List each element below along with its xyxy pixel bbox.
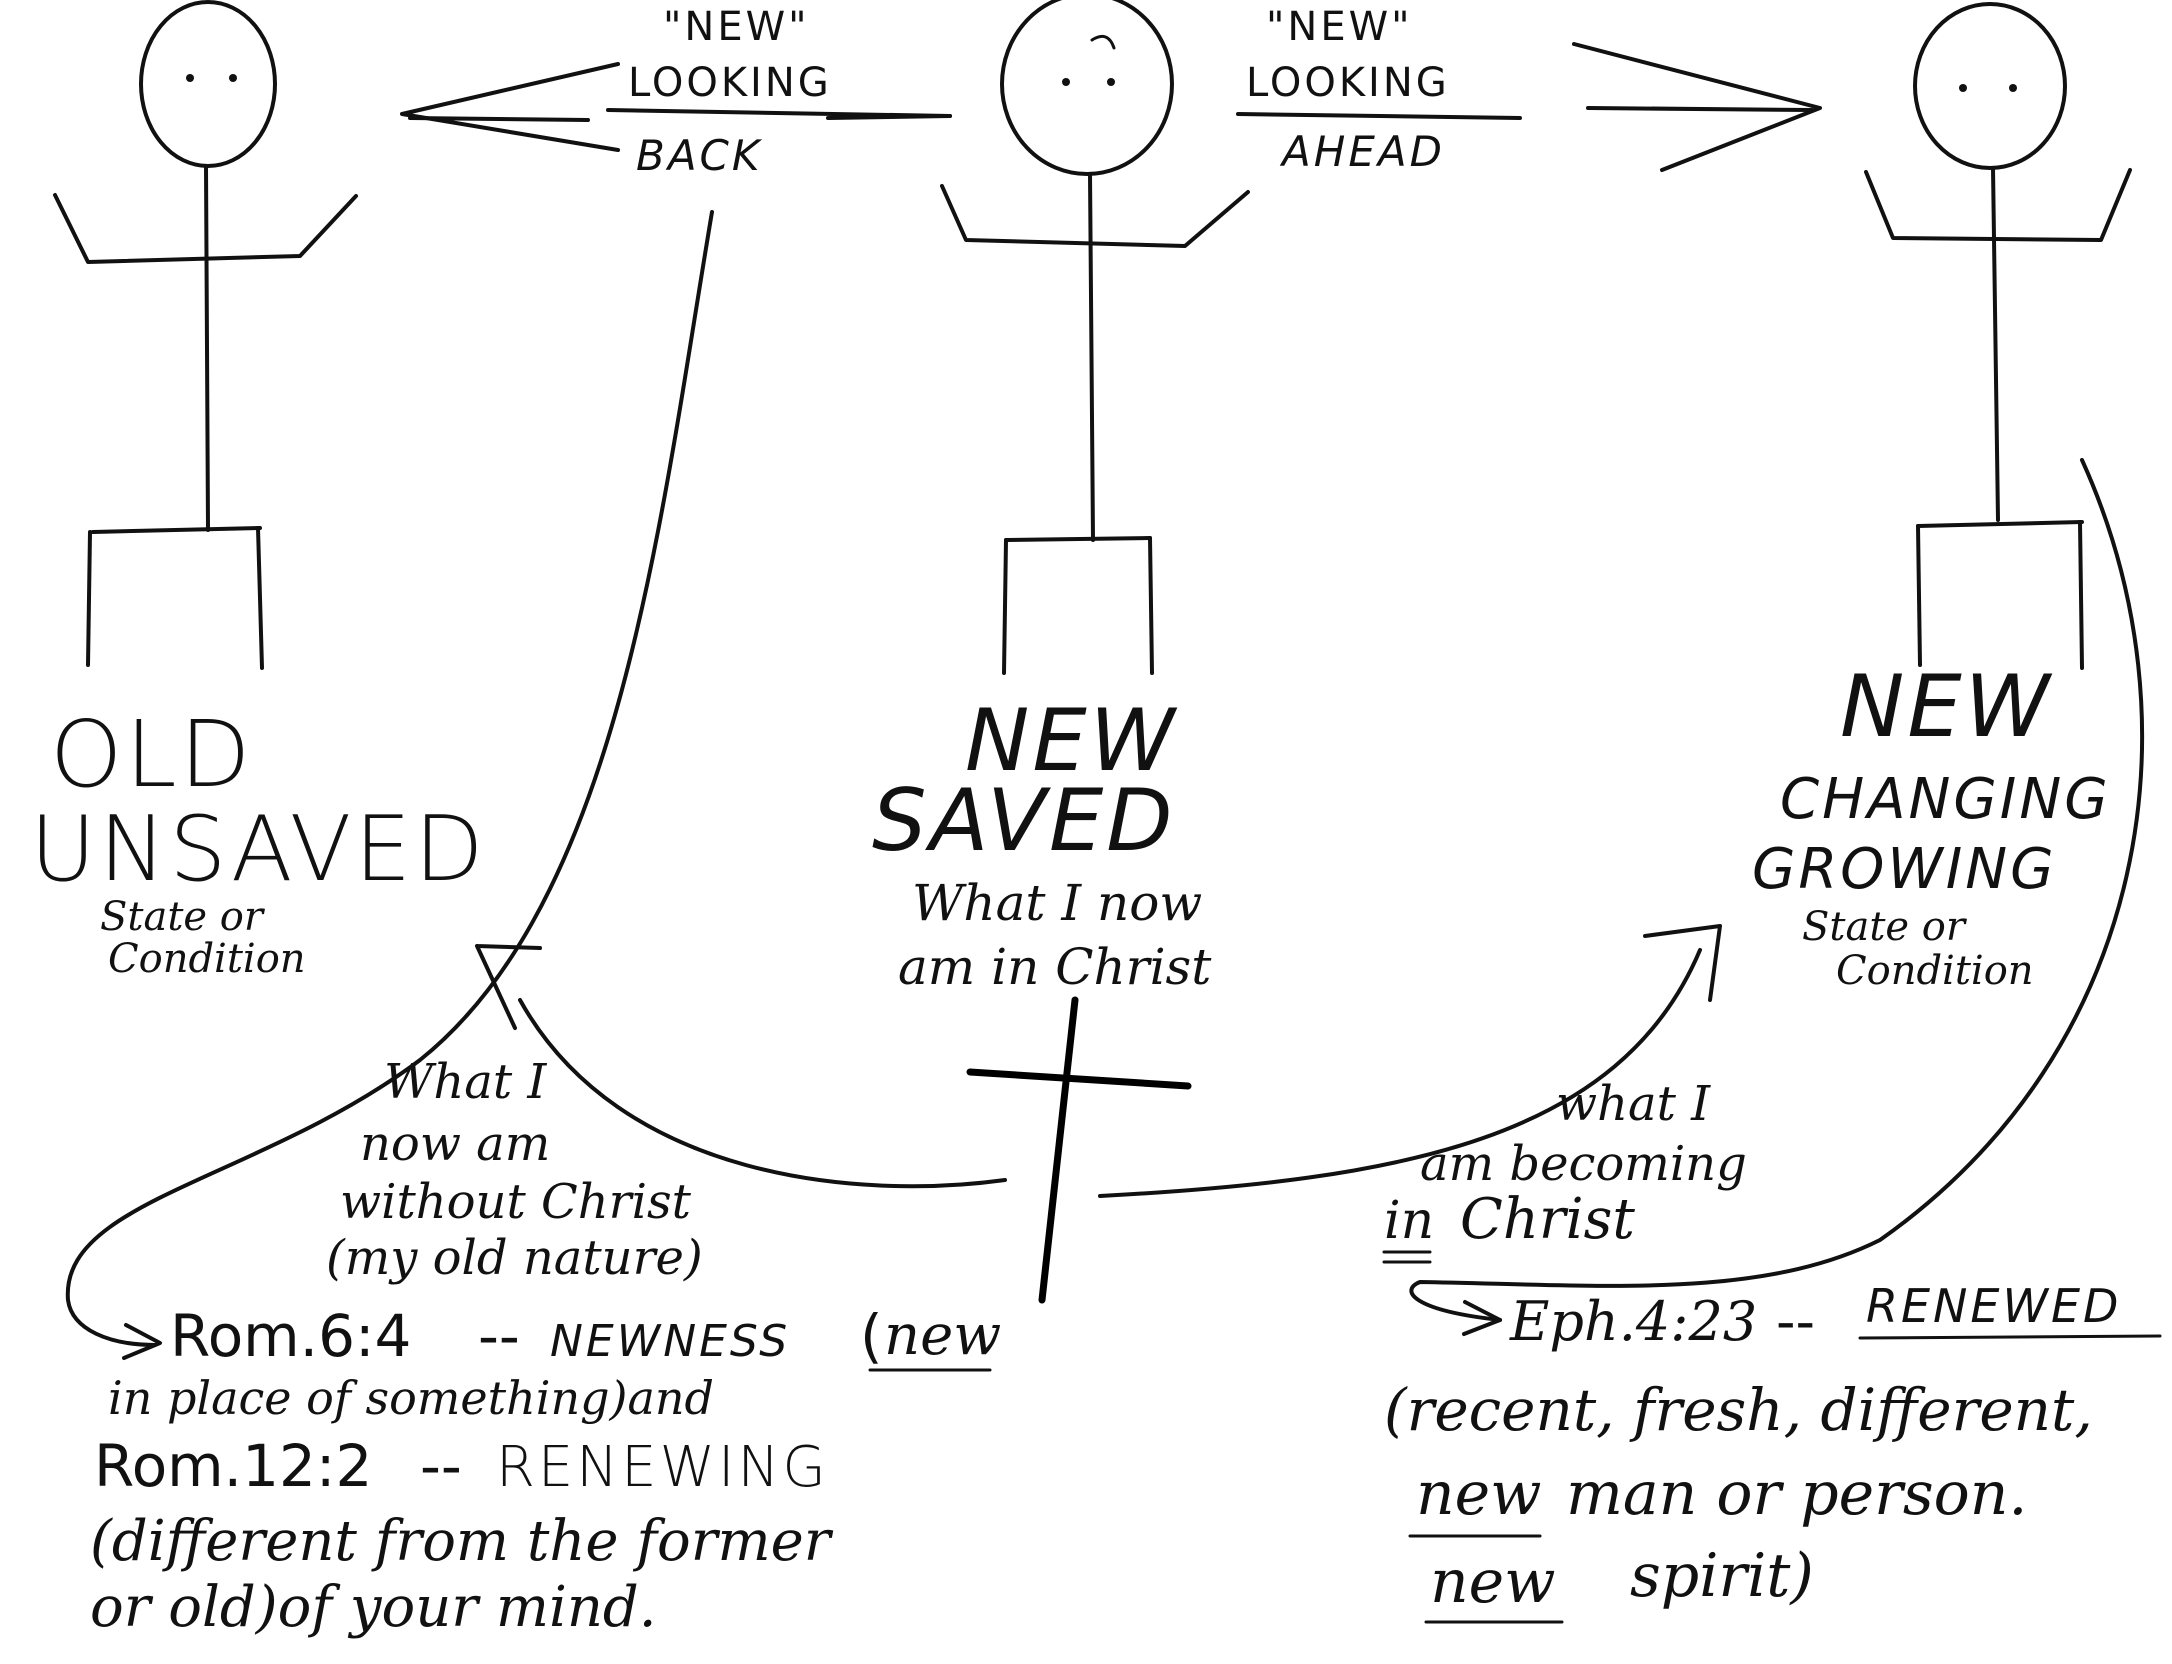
in-double-underline: [1382, 1250, 1432, 1264]
eph-word: RENEWED: [1866, 1279, 2121, 1333]
rom6-new: new: [884, 1303, 1001, 1368]
rom-line5: or old)of your mind.: [90, 1575, 657, 1640]
old-condition: Condition: [108, 936, 306, 982]
new-saved-title: NEW: [965, 691, 1178, 791]
saved-title: SAVED: [872, 771, 1176, 871]
becoming-l3-christ: Christ: [1460, 1187, 1635, 1252]
arrow-looking-back: [400, 62, 952, 152]
old-state: State or: [100, 894, 266, 940]
eph-line3-new: new: [1416, 1459, 1542, 1529]
stick-figure-new-growing: [1864, 2, 2132, 670]
becoming-l1: what I: [1556, 1076, 1711, 1132]
label-looking-ahead: "NEW" LOOKING AHEAD: [1246, 4, 1450, 176]
arrow-becoming-in-christ: [1098, 924, 1722, 1198]
rom6-ref: Rom.6:4: [170, 1302, 411, 1370]
becoming-l2: am becoming: [1420, 1136, 1747, 1192]
eph-ref: Eph.4:23: [1509, 1290, 1757, 1353]
cross-icon: [966, 996, 1192, 1304]
arrow-without-christ: [475, 944, 1007, 1189]
looking-ahead-direction: AHEAD: [1279, 127, 1445, 176]
stick-figure-old: [53, 0, 358, 670]
arrow-looking-ahead: [1236, 42, 1822, 172]
renewed-underline: [1858, 1334, 2162, 1340]
label-new-growing: NEW CHANGING GROWING State or Condition: [1752, 657, 2111, 994]
looking-back-quote: "NEW": [663, 4, 810, 50]
rom12-ref: Rom.12:2: [94, 1432, 372, 1500]
looking-ahead-looking: LOOKING: [1246, 60, 1450, 106]
looking-back-looking: LOOKING: [628, 60, 832, 106]
rom12-dash: --: [420, 1432, 462, 1500]
rom6-dash: --: [478, 1302, 520, 1370]
eph-line2: (recent, fresh, different,: [1384, 1376, 2093, 1444]
curve-back-to-romans: [65, 210, 714, 1360]
without-l1: What I: [384, 1054, 547, 1110]
eph-dash: --: [1776, 1290, 1815, 1353]
new-saved-christ: am in Christ: [898, 938, 1212, 996]
new-growing-state: State or: [1802, 904, 1968, 950]
label-looking-back: "NEW" LOOKING BACK: [628, 4, 832, 180]
looking-ahead-quote: "NEW": [1266, 4, 1413, 50]
new-growing-title: NEW: [1840, 657, 2053, 757]
changing-title: CHANGING: [1780, 767, 2111, 832]
reference-ephesians: Eph.4:23 -- RENEWED (recent, fresh, diff…: [1384, 1279, 2162, 1624]
old-title: OLD: [50, 701, 254, 808]
rom12-word: RENEWING: [496, 1435, 829, 1500]
rom6-paren-open: (: [860, 1302, 883, 1370]
rom-line2: in place of something)and: [108, 1371, 714, 1425]
label-new-saved: NEW SAVED What I now am in Christ: [872, 691, 1212, 996]
reference-romans: Rom.6:4 -- NEWNESS ( new in place of som…: [90, 1302, 1001, 1640]
new-saved-what: What I now: [912, 874, 1202, 932]
looking-back-direction: BACK: [636, 131, 763, 180]
without-l2: now am: [360, 1116, 550, 1172]
without-l4: (my old nature): [326, 1230, 703, 1286]
unsaved-title: UNSAVED: [30, 797, 487, 902]
eph-line4-new: new: [1430, 1547, 1556, 1617]
eph-line4-rest: spirit): [1630, 1541, 1814, 1611]
caption-becoming-in-christ: what I am becoming in Christ: [1382, 1076, 1747, 1264]
rom-line4: (different from the former: [90, 1509, 834, 1574]
caption-without-christ: What I now am without Christ (my old nat…: [326, 1054, 703, 1286]
rom6-word: NEWNESS: [550, 1316, 790, 1367]
becoming-l3-in: in: [1384, 1191, 1434, 1251]
eph-line3-rest: man or person.: [1566, 1459, 2027, 1529]
label-old-unsaved: OLD UNSAVED State or Condition: [30, 701, 487, 982]
new-growing-condition: Condition: [1836, 948, 2034, 994]
curve-ahead-to-ephesians: [1409, 458, 2145, 1336]
growing-title: GROWING: [1752, 837, 2057, 902]
without-l3: without Christ: [340, 1174, 692, 1230]
stick-figure-new-saved: [940, 0, 1250, 675]
